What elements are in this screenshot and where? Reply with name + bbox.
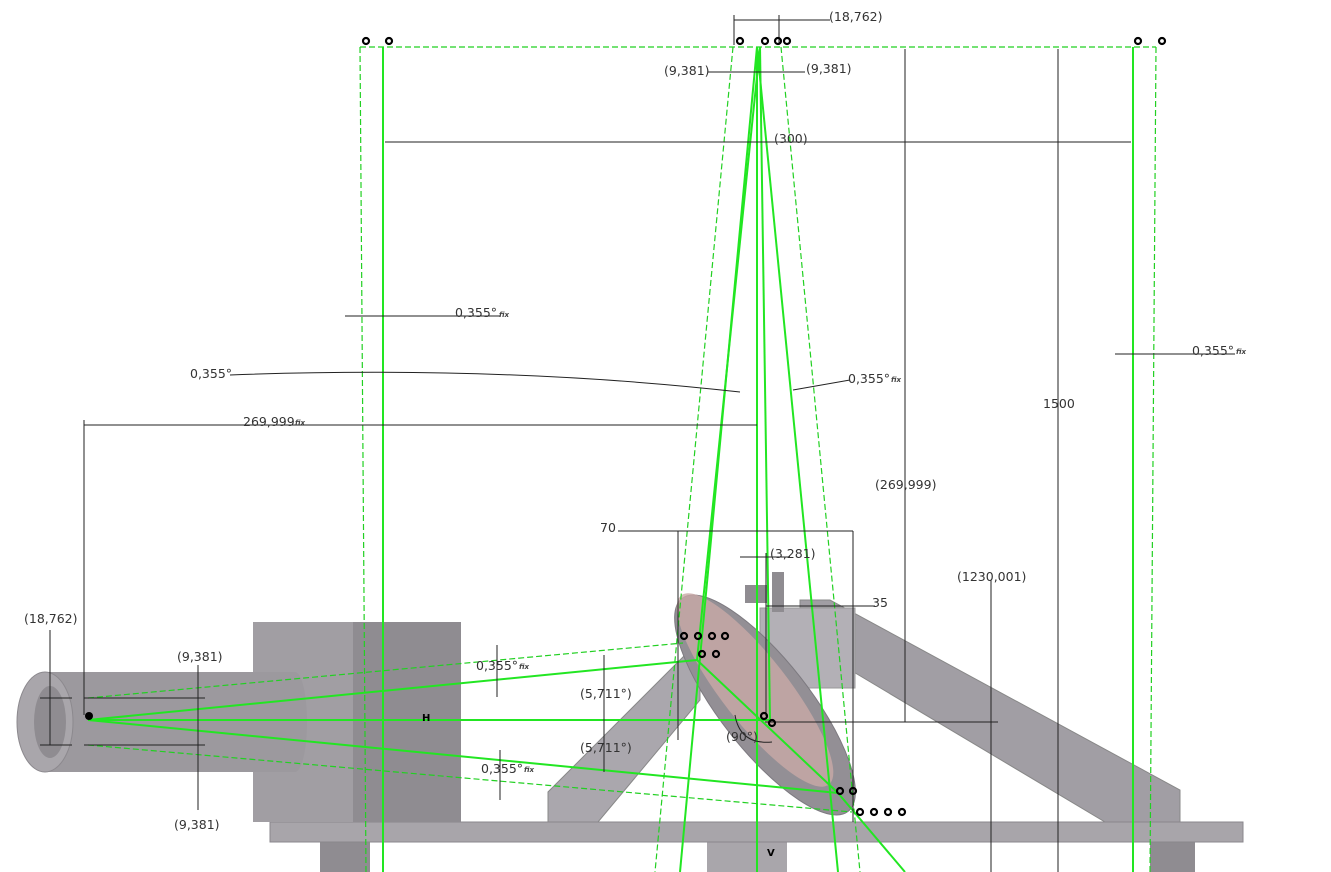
fix-mark: fix — [499, 311, 510, 319]
right-leg — [1150, 842, 1195, 872]
dim-source-half-top: (9,381) — [177, 649, 223, 664]
angle-label: 0,355° — [190, 366, 232, 381]
tube — [45, 672, 295, 772]
center-leg — [707, 842, 787, 872]
constraint-points — [85, 36, 1167, 817]
construction-lines — [87, 46, 1157, 872]
fix-mark: fix — [295, 419, 306, 427]
fix-mark: fix — [524, 766, 535, 774]
fix-mark: fix — [519, 663, 530, 671]
dim-angle-lower: (5,711°) — [580, 740, 632, 755]
dim-top-half-left: (9,381) — [664, 63, 710, 78]
dim-height-total: 1500 — [1043, 396, 1075, 411]
dimension-lines — [40, 15, 1235, 872]
angle-label: 0,355° — [455, 305, 497, 320]
dim-span: (300) — [774, 131, 808, 146]
housing-box-side — [353, 622, 461, 822]
dim-mirror-width: 70 — [600, 520, 616, 535]
right-arm — [799, 599, 1181, 823]
dim-angle-right: (90°) — [726, 729, 758, 744]
dim-height-base: (1230,001) — [957, 569, 1026, 584]
dim-source-width: (18,762) — [24, 611, 78, 626]
fix-mark: fix — [1236, 348, 1247, 356]
left-leg — [320, 842, 370, 872]
angle-label: 0,355° — [1192, 343, 1234, 358]
dim-horizontal-distance: 269,999 — [243, 414, 295, 429]
angle-label: 0,355° — [476, 658, 518, 673]
vertical-constraint-label: V — [767, 848, 775, 859]
horizontal-constraint-label: H — [422, 713, 430, 724]
dim-top-width: (18,762) — [829, 9, 883, 24]
angle-label: 0,355° — [481, 761, 523, 776]
dimension-labels: (18,762) (9,381) (9,381) (300) 1500 (269… — [24, 9, 1247, 859]
dim-top-half-right: (9,381) — [806, 61, 852, 76]
mirror-surface — [676, 593, 834, 787]
dim-mirror-half: 35 — [872, 595, 888, 610]
dim-source-half-bottom: (9,381) — [174, 817, 220, 832]
angle-label: 0,355° — [848, 371, 890, 386]
dim-angle-upper: (5,711°) — [580, 686, 632, 701]
fix-mark: fix — [891, 376, 902, 384]
dim-mirror-offset: (3,281) — [770, 546, 816, 561]
dim-height-mirror: (269,999) — [875, 477, 936, 492]
mechanical-parts — [16, 572, 1244, 872]
